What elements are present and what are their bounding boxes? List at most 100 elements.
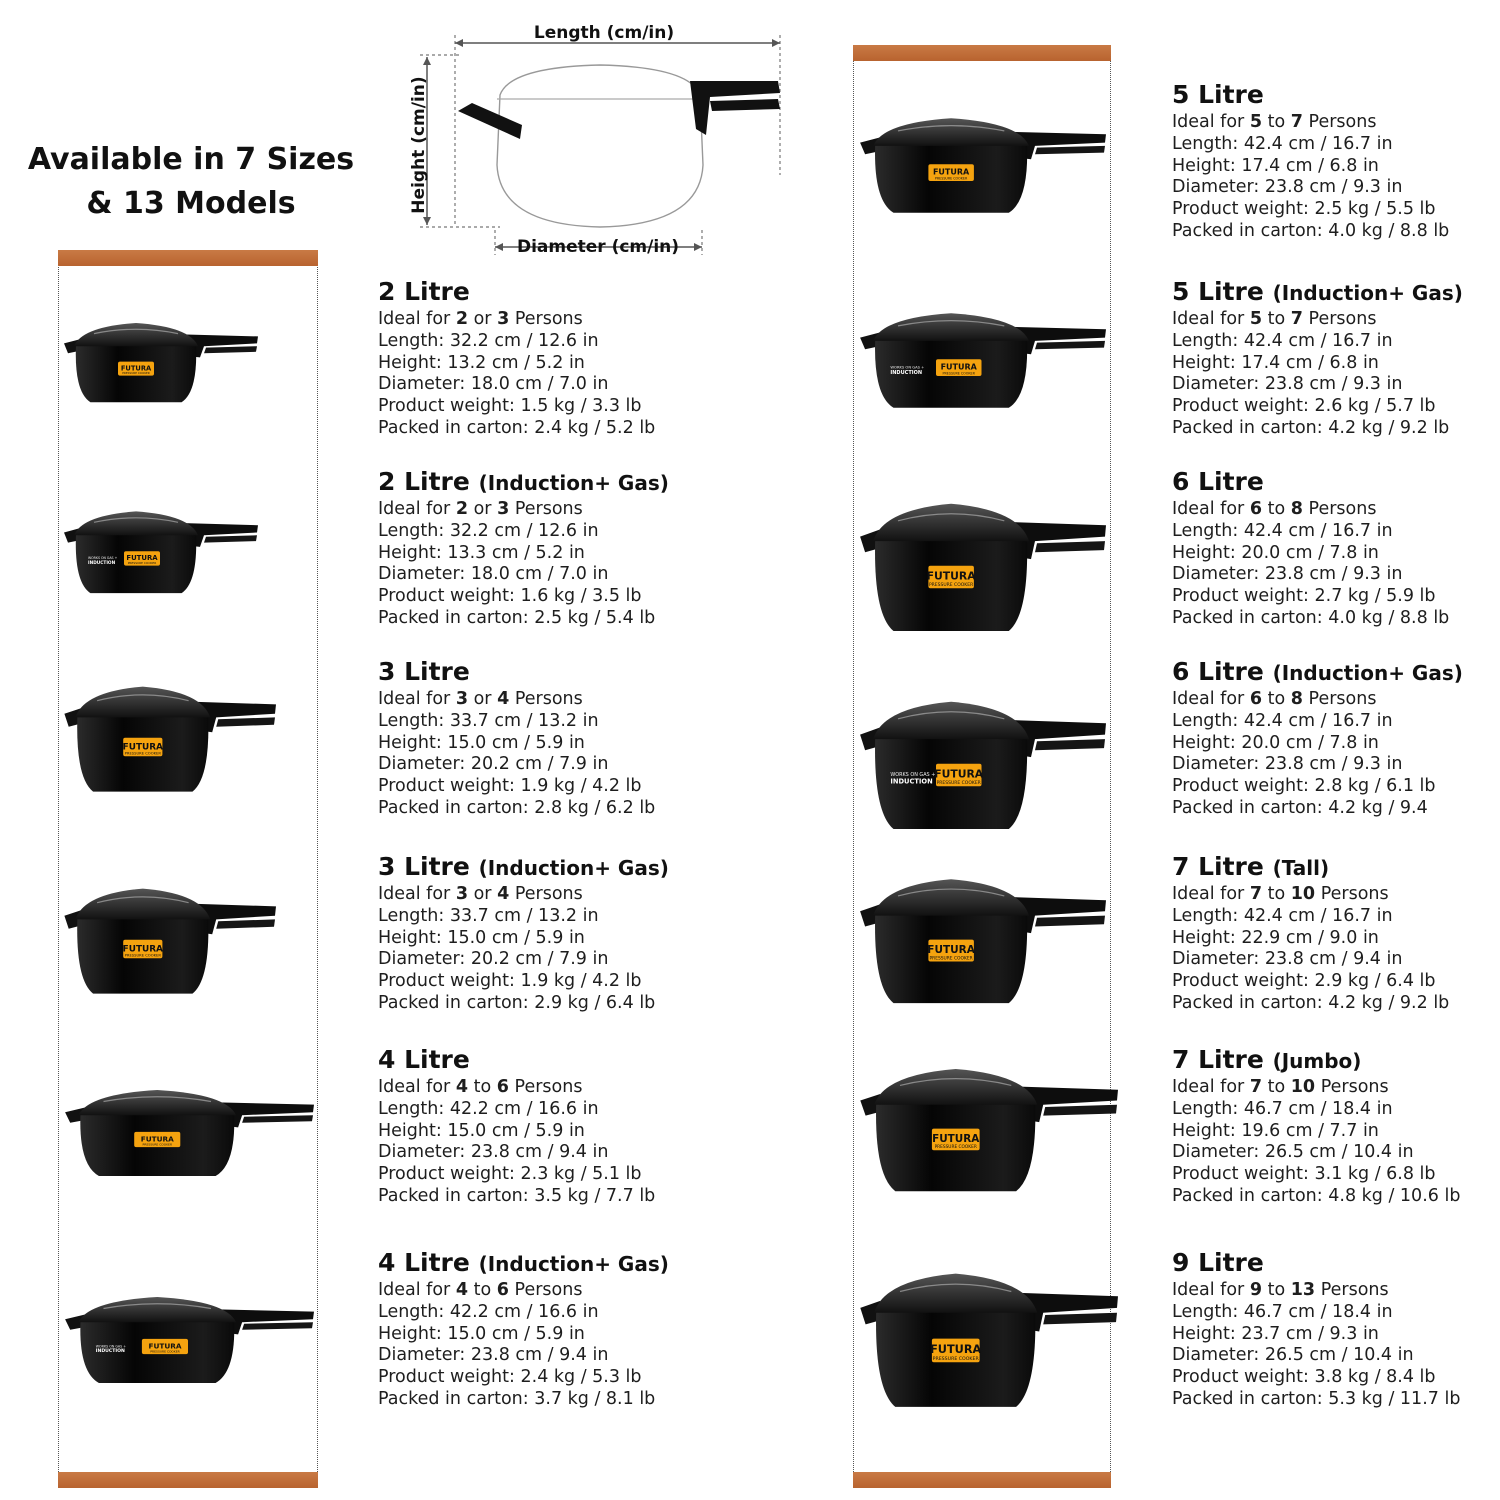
spec-ideal-for: Ideal for 9 to 13 Persons <box>1172 1280 1492 1302</box>
height-value: 17.4 cm / 6.8 in <box>1241 352 1379 373</box>
persons-min: 5 <box>1249 309 1263 329</box>
height-label: Height: <box>1172 542 1236 563</box>
spec-packed-weight: Packed in carton: 3.5 kg / 7.7 lb <box>378 1186 698 1208</box>
spec-ideal-for: Ideal for 5 to 7 Persons <box>1172 112 1492 134</box>
height-value: 19.6 cm / 7.7 in <box>1241 1120 1379 1141</box>
svg-text:INDUCTION: INDUCTION <box>96 1348 125 1354</box>
spec-packed-weight: Packed in carton: 2.5 kg / 5.4 lb <box>378 608 698 630</box>
packed-value: 4.8 kg / 10.6 lb <box>1328 1185 1461 1206</box>
packed-label: Packed in carton: <box>1172 1388 1323 1409</box>
spec-title: 4 Litre (Induction+ Gas) <box>378 1247 698 1280</box>
spec-product-weight: Product weight: 2.7 kg / 5.9 lb <box>1172 586 1492 608</box>
spec-length: Length: 42.4 cm / 16.7 in <box>1172 331 1492 353</box>
spec-packed-weight: Packed in carton: 4.2 kg / 9.2 lb <box>1172 993 1492 1015</box>
spec-length: Length: 42.4 cm / 16.7 in <box>1172 134 1492 156</box>
spec-size: 4 Litre <box>378 1248 470 1277</box>
persons-max: 3 <box>497 499 510 519</box>
diameter-value: 26.5 cm / 10.4 in <box>1264 1345 1414 1366</box>
persons-min: 7 <box>1249 884 1263 904</box>
persons-max: 4 <box>497 689 510 709</box>
svg-text:PRESSURE COOKER: PRESSURE COOKER <box>122 371 150 375</box>
product-weight-value: 1.9 kg / 4.2 lb <box>520 971 642 992</box>
spec-variant: (Induction+ Gas) <box>478 1252 669 1276</box>
spec-block-10: 6 Litre (Induction+ Gas)Ideal for 6 to 8… <box>1172 656 1492 820</box>
persons-join: to <box>1267 1280 1286 1300</box>
persons-suffix: Persons <box>1320 1280 1389 1300</box>
spec-product-weight: Product weight: 2.8 kg / 6.1 lb <box>1172 776 1492 798</box>
product-weight-label: Product weight: <box>1172 199 1309 220</box>
spec-length: Length: 42.4 cm / 16.7 in <box>1172 711 1492 733</box>
packed-value: 2.8 kg / 6.2 lb <box>534 797 656 818</box>
length-label: Length: <box>378 905 445 926</box>
product-weight-label: Product weight: <box>378 1367 515 1388</box>
length-value: 42.2 cm / 16.6 in <box>449 1301 599 1322</box>
length-value: 42.4 cm / 16.7 in <box>1243 133 1393 154</box>
product-weight-label: Product weight: <box>1172 396 1309 417</box>
persons-join: to <box>473 1077 492 1097</box>
spec-ideal-for: Ideal for 4 to 6 Persons <box>378 1280 698 1302</box>
height-label: Height: <box>378 1323 442 1344</box>
product-weight-value: 3.1 kg / 6.8 lb <box>1314 1164 1436 1185</box>
spec-ideal-for: Ideal for 2 or 3 Persons <box>378 309 698 331</box>
packed-value: 4.2 kg / 9.4 <box>1328 797 1428 818</box>
spec-ideal-for: Ideal for 6 to 8 Persons <box>1172 689 1492 711</box>
spec-size: 3 Litre <box>378 657 470 686</box>
diameter-value: 20.2 cm / 7.9 in <box>470 949 609 970</box>
persons-join: to <box>473 1280 492 1300</box>
svg-text:PRESSURE COOKER: PRESSURE COOKER <box>125 954 162 958</box>
svg-text:WORKS ON GAS +: WORKS ON GAS + <box>96 1344 127 1348</box>
product-weight-value: 1.9 kg / 4.2 lb <box>520 776 642 797</box>
spec-size: 5 Litre <box>1172 80 1264 109</box>
packed-label: Packed in carton: <box>1172 607 1323 628</box>
spec-size: 4 Litre <box>378 1045 470 1074</box>
spec-size: 7 Litre <box>1172 1045 1264 1074</box>
left-ruler-bottom <box>58 1472 318 1488</box>
svg-text:FUTURA: FUTURA <box>141 1134 174 1143</box>
product-weight-label: Product weight: <box>1172 776 1309 797</box>
packed-label: Packed in carton: <box>1172 1185 1323 1206</box>
spec-size: 2 Litre <box>378 277 470 306</box>
length-label: Length: <box>378 1098 445 1119</box>
spec-ideal-for: Ideal for 2 or 3 Persons <box>378 499 698 521</box>
ideal-prefix: Ideal for <box>378 309 451 329</box>
spec-height: Height: 23.7 cm / 9.3 in <box>1172 1324 1492 1346</box>
length-label: Length: <box>1172 710 1239 731</box>
svg-text:PRESSURE COOKER: PRESSURE COOKER <box>935 1144 977 1150</box>
height-label: Height: <box>1172 1120 1236 1141</box>
spec-product-weight: Product weight: 2.6 kg / 5.7 lb <box>1172 396 1492 418</box>
spec-title: 2 Litre (Induction+ Gas) <box>378 466 698 499</box>
spec-ideal-for: Ideal for 6 to 8 Persons <box>1172 499 1492 521</box>
length-value: 32.2 cm / 12.6 in <box>449 520 599 541</box>
length-value: 42.4 cm / 16.7 in <box>1243 905 1393 926</box>
ideal-prefix: Ideal for <box>378 689 451 709</box>
spec-height: Height: 15.0 cm / 5.9 in <box>378 733 698 755</box>
persons-join: or <box>473 309 492 329</box>
spec-ideal-for: Ideal for 3 or 4 Persons <box>378 884 698 906</box>
persons-suffix: Persons <box>514 309 583 329</box>
persons-min: 5 <box>1249 112 1263 132</box>
ideal-prefix: Ideal for <box>1172 499 1245 519</box>
spec-title: 3 Litre (Induction+ Gas) <box>378 851 698 884</box>
spec-title: 3 Litre <box>378 656 698 689</box>
spec-height: Height: 15.0 cm / 5.9 in <box>378 1324 698 1346</box>
svg-text:PRESSURE COOKER: PRESSURE COOKER <box>128 561 156 565</box>
svg-text:PRESSURE COOKER: PRESSURE COOKER <box>933 1356 980 1362</box>
persons-suffix: Persons <box>514 1280 583 1300</box>
length-label: Length: <box>1172 1098 1239 1119</box>
persons-suffix: Persons <box>1308 499 1377 519</box>
packed-value: 4.2 kg / 9.2 lb <box>1328 417 1450 438</box>
diameter-label: Diameter: <box>1172 754 1260 775</box>
spec-packed-weight: Packed in carton: 5.3 kg / 11.7 lb <box>1172 1389 1492 1411</box>
product-weight-label: Product weight: <box>378 776 515 797</box>
